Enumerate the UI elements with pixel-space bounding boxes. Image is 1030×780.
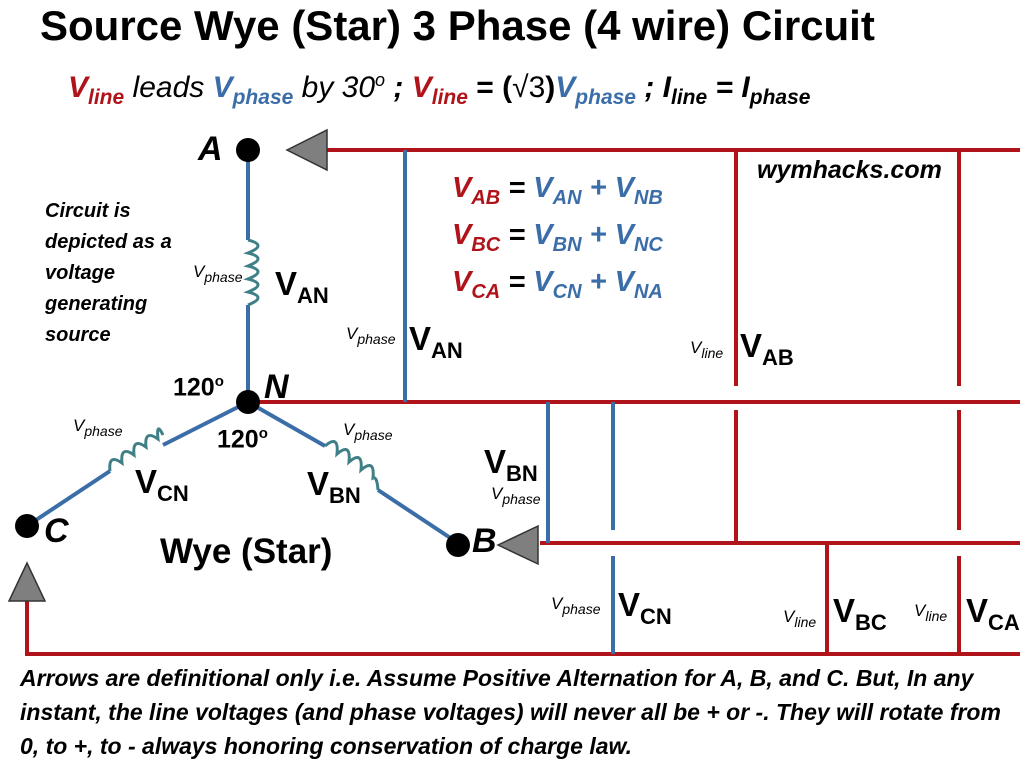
watermark: wymhacks.com xyxy=(757,156,942,184)
vphase-label-coil-bn: Vphase xyxy=(343,420,393,443)
vline-label-meter-ab: Vline xyxy=(690,338,724,361)
angle-label-top: 120o xyxy=(173,373,224,402)
node-b-label: B xyxy=(472,522,497,560)
phase-meter-leads xyxy=(25,150,615,654)
vphase-label-meter-bn: Vphase xyxy=(491,484,541,507)
rule-vphase-2: Vphase xyxy=(555,71,636,109)
node-n-label: N xyxy=(264,368,289,406)
coil-bn xyxy=(324,440,380,491)
phase-c-wire-near xyxy=(162,400,249,447)
rule-vline-2: Vline xyxy=(411,71,468,109)
vline-label-meter-ca: Vline xyxy=(914,601,948,624)
vphase-label-coil-cn: Vphase xyxy=(73,416,123,439)
arrow-a-icon xyxy=(285,128,328,172)
voltage-relationship-rule: Vline leads Vphase by 30o ; Vline = (√3)… xyxy=(68,70,811,109)
vphase-label-meter-cn: Vphase xyxy=(551,594,601,617)
voltage-label-meter-an: VAN xyxy=(409,320,463,363)
rule-vphase-1: Vphase xyxy=(212,71,294,109)
node-a-label: A xyxy=(198,130,223,168)
voltage-label-coil-cn: VCN xyxy=(135,463,189,506)
terminal-b xyxy=(446,533,470,557)
wye-star-label: Wye (Star) xyxy=(160,532,333,571)
node-c-label: C xyxy=(44,512,69,550)
terminal-n xyxy=(236,390,260,414)
terminal-a xyxy=(236,138,260,162)
equation-vbc: VBC = VBN + VNC xyxy=(452,219,663,256)
rule-iphase: Iphase xyxy=(741,71,811,109)
direction-arrows xyxy=(7,128,539,602)
voltage-label-meter-bc: VBC xyxy=(833,592,887,635)
coil-an xyxy=(243,238,260,307)
terminals xyxy=(15,138,470,557)
voltage-label-meter-cn: VCN xyxy=(618,586,672,629)
phase-b-wire-near xyxy=(247,400,326,448)
circuit-note: Circuit is depicted as a voltage generat… xyxy=(45,200,172,346)
line-conductors xyxy=(25,148,1020,656)
voltage-label-meter-ca: VCA xyxy=(966,592,1020,635)
page-title: Source Wye (Star) 3 Phase (4 wire) Circu… xyxy=(40,2,875,49)
angle-label-bottom: 120o xyxy=(217,425,268,454)
voltage-label-coil-an: VAN xyxy=(275,265,329,308)
rule-vline-1: Vline xyxy=(68,71,125,109)
vphase-label-coil-an: Vphase xyxy=(193,262,243,285)
voltage-label-coil-bn: VBN xyxy=(307,465,361,508)
voltage-label-meter-bn: VBN xyxy=(484,443,538,486)
equation-vca: VCA = VCN + VNA xyxy=(452,266,663,303)
coil-cn xyxy=(108,427,165,472)
phase-coils xyxy=(108,238,380,491)
rule-iline: Iline xyxy=(662,71,708,109)
footnote: Arrows are definitional only i.e. Assume… xyxy=(20,665,1001,759)
phase-b-wire-far xyxy=(376,488,460,545)
line-c-wire xyxy=(25,600,1020,656)
arrow-c-icon xyxy=(7,561,47,602)
phase-c-wire-far xyxy=(25,469,112,528)
arrow-b-icon xyxy=(496,524,539,566)
voltage-label-meter-ab: VAB xyxy=(740,327,794,370)
vphase-label-meter-an: Vphase xyxy=(346,324,396,347)
vline-label-meter-bc: Vline xyxy=(783,607,817,630)
terminal-c xyxy=(15,514,39,538)
equation-vab: VAB = VAN + VNB xyxy=(452,172,663,209)
